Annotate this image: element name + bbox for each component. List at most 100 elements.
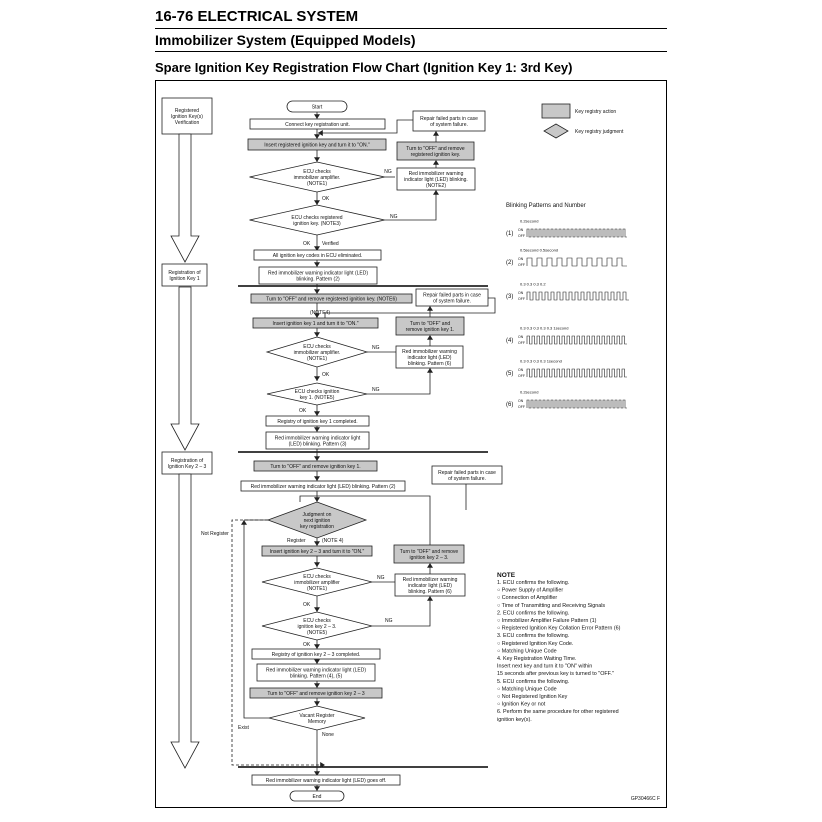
red-blink-note2-box-text: (NOTE2) <box>426 183 446 189</box>
flow-arrow-head <box>427 563 433 568</box>
ok-label: OK <box>299 408 307 414</box>
flow-arrow-head <box>433 131 439 136</box>
red-blink-note2-box-text: Red immobilizer warning <box>409 171 464 177</box>
red-pattern6-box-a-text: indicator light (LED) <box>408 355 452 361</box>
phase-label: Verification <box>175 120 200 126</box>
note-line: ○ Ignition Key or not <box>497 702 546 708</box>
turn-off-remove-key1-box <box>253 460 378 472</box>
red-pattern3-box-text: (LED) blinking. Pattern (3) <box>289 441 347 447</box>
end-terminal <box>289 790 345 802</box>
note-line: 4. Key Registration Waiting Time. <box>497 656 577 662</box>
reg-key1-done-box <box>265 415 370 427</box>
flow-line <box>367 368 431 395</box>
turn-off-key23-box-text: Turn to "OFF" and remove <box>400 549 459 555</box>
ng-label: NG <box>390 214 398 220</box>
led-off-box <box>251 774 401 786</box>
connect-box-text: Connect key registration unit. <box>285 122 350 128</box>
exist-head <box>241 520 247 525</box>
flow-line <box>324 297 496 318</box>
flow-arrow-head <box>314 607 320 612</box>
flow-arrow-head <box>314 644 320 649</box>
flow-line <box>299 495 431 545</box>
blink-title: Blinking Patterns and Number <box>506 203 586 209</box>
ecu-amp-diamond-1-text: ECU checks <box>303 169 331 175</box>
turn-off-registered-box-text: registered ignition key. <box>411 152 461 158</box>
all-erased-box <box>253 249 382 261</box>
flow-arrow-head <box>314 411 320 416</box>
ok-label: OK <box>303 602 311 608</box>
flow-line <box>384 190 437 221</box>
flow-arrow-head <box>314 157 320 162</box>
note-line: ○ Registered Ignition Key Code. <box>497 641 573 647</box>
flow-arrow-head <box>427 335 433 340</box>
figure-frame <box>155 80 667 808</box>
red-blink-note2-box-text: indicator light (LED) blinking. <box>404 177 468 183</box>
blink-pattern-label: (4) <box>506 338 513 344</box>
judgment-diamond-text: Judgment on <box>303 512 332 518</box>
flow-arrow-head <box>427 306 433 311</box>
not-register-head <box>320 762 325 768</box>
flow-arrow-head <box>314 200 320 205</box>
flow-arrow-head <box>314 246 320 251</box>
repair-box-3-text: of system failure. <box>448 476 486 482</box>
phase-arrow-verification <box>170 133 200 263</box>
note-line: Insert next key and turn it to "ON" with… <box>497 664 592 670</box>
not-register-label: Not Register <box>201 531 229 537</box>
blink-pattern-label: (6) <box>506 402 513 408</box>
ecu-key1-diamond-text: ECU checks ignition <box>295 389 340 395</box>
red-pattern2-box <box>258 266 378 285</box>
blink-timing-label: 0.3 0.3 0.3 0.3 0.3 1second <box>520 325 568 330</box>
note-line: 15 seconds after previous key is turned … <box>497 671 614 677</box>
turn-off-remove-key1-box-text: Turn to "OFF" and remove ignition key 1. <box>270 464 360 470</box>
red-pattern2b-box-text: Red immobilizer warning indicator light … <box>251 484 396 490</box>
phase-label: Registration of <box>168 270 201 276</box>
turn-off-note6-box <box>250 293 413 304</box>
flow-arrow-head <box>314 456 320 461</box>
subsection-title: Immobilizer System (Equipped Models) <box>155 32 416 48</box>
flow-arrow-head <box>314 376 320 381</box>
red-pattern3-box <box>265 431 370 450</box>
red-pattern6-box-a-text: blinking. Pattern (6) <box>408 361 452 367</box>
register-label: Register <box>287 538 306 544</box>
turn-off-key1-box-text: remove ignition key 1. <box>406 327 455 333</box>
repair-box-1-text: Repair failed parts in case <box>420 116 478 122</box>
ecu-key23-diamond-text: ignition key 2 – 3. <box>298 624 337 630</box>
blink-timing-label: 0.3 0.3 0.3 0.2 <box>520 281 546 286</box>
flow-arrow-head <box>433 160 439 165</box>
blink-waveform <box>526 228 627 238</box>
blink-off-label: OFF <box>518 374 525 378</box>
blink-waveform <box>526 291 629 301</box>
flow-arrow-head <box>314 476 320 481</box>
repair-box-2-text: of system failure. <box>433 298 471 304</box>
notes-title: NOTE <box>497 572 516 579</box>
red-pattern2-box-text: Red immobilizer warning indicator light … <box>268 270 368 276</box>
ok-label: OK <box>303 241 311 247</box>
flow-arrow-head <box>314 134 320 139</box>
ok-label: OK <box>322 372 330 378</box>
reg-key23-done-box-text: Registry of ignition key 2 – 3 completed… <box>272 652 361 658</box>
turn-off-registered-box <box>396 141 475 161</box>
start-label: Start <box>312 104 323 110</box>
flow-arrow-head <box>314 541 320 546</box>
ecu-reg-key-diamond-text: ignition key. (NOTE3) <box>293 221 341 227</box>
blink-pattern-label: (2) <box>506 260 513 266</box>
blink-on-label: ON <box>518 335 524 339</box>
vacant-memory-diamond-text: Memory <box>308 719 327 725</box>
note-line: ○ Matching Unique Code <box>497 648 557 654</box>
phase-label: Ignition Key(s) <box>171 114 203 120</box>
exist-label: Exist <box>238 725 249 731</box>
led-off-box-text: Red immobilizer warning indicator light … <box>266 778 387 784</box>
ecu-reg-key-diamond-text: ECU checks registered <box>291 215 342 221</box>
phase-box <box>161 263 208 287</box>
flow-arrow-head <box>314 659 320 664</box>
red-pattern6-box-b-text: Red immobilizer warning <box>403 577 458 583</box>
ecu-key1-diamond-text: key 1. (NOTE5) <box>300 395 335 401</box>
ng-label: NG <box>384 169 392 175</box>
judgment-diamond-text: key registration <box>300 524 334 530</box>
ok-label: OK <box>322 196 330 202</box>
insert-key23-box-text: Insert ignition key 2 – 3 and turn it to… <box>270 549 365 555</box>
note-line: ○ Matching Unique Code <box>497 686 557 692</box>
blink-off-label: OFF <box>518 234 525 238</box>
note-line: ○ Not Registered Ignition Key <box>497 694 568 700</box>
blink-on-label: ON <box>518 228 524 232</box>
